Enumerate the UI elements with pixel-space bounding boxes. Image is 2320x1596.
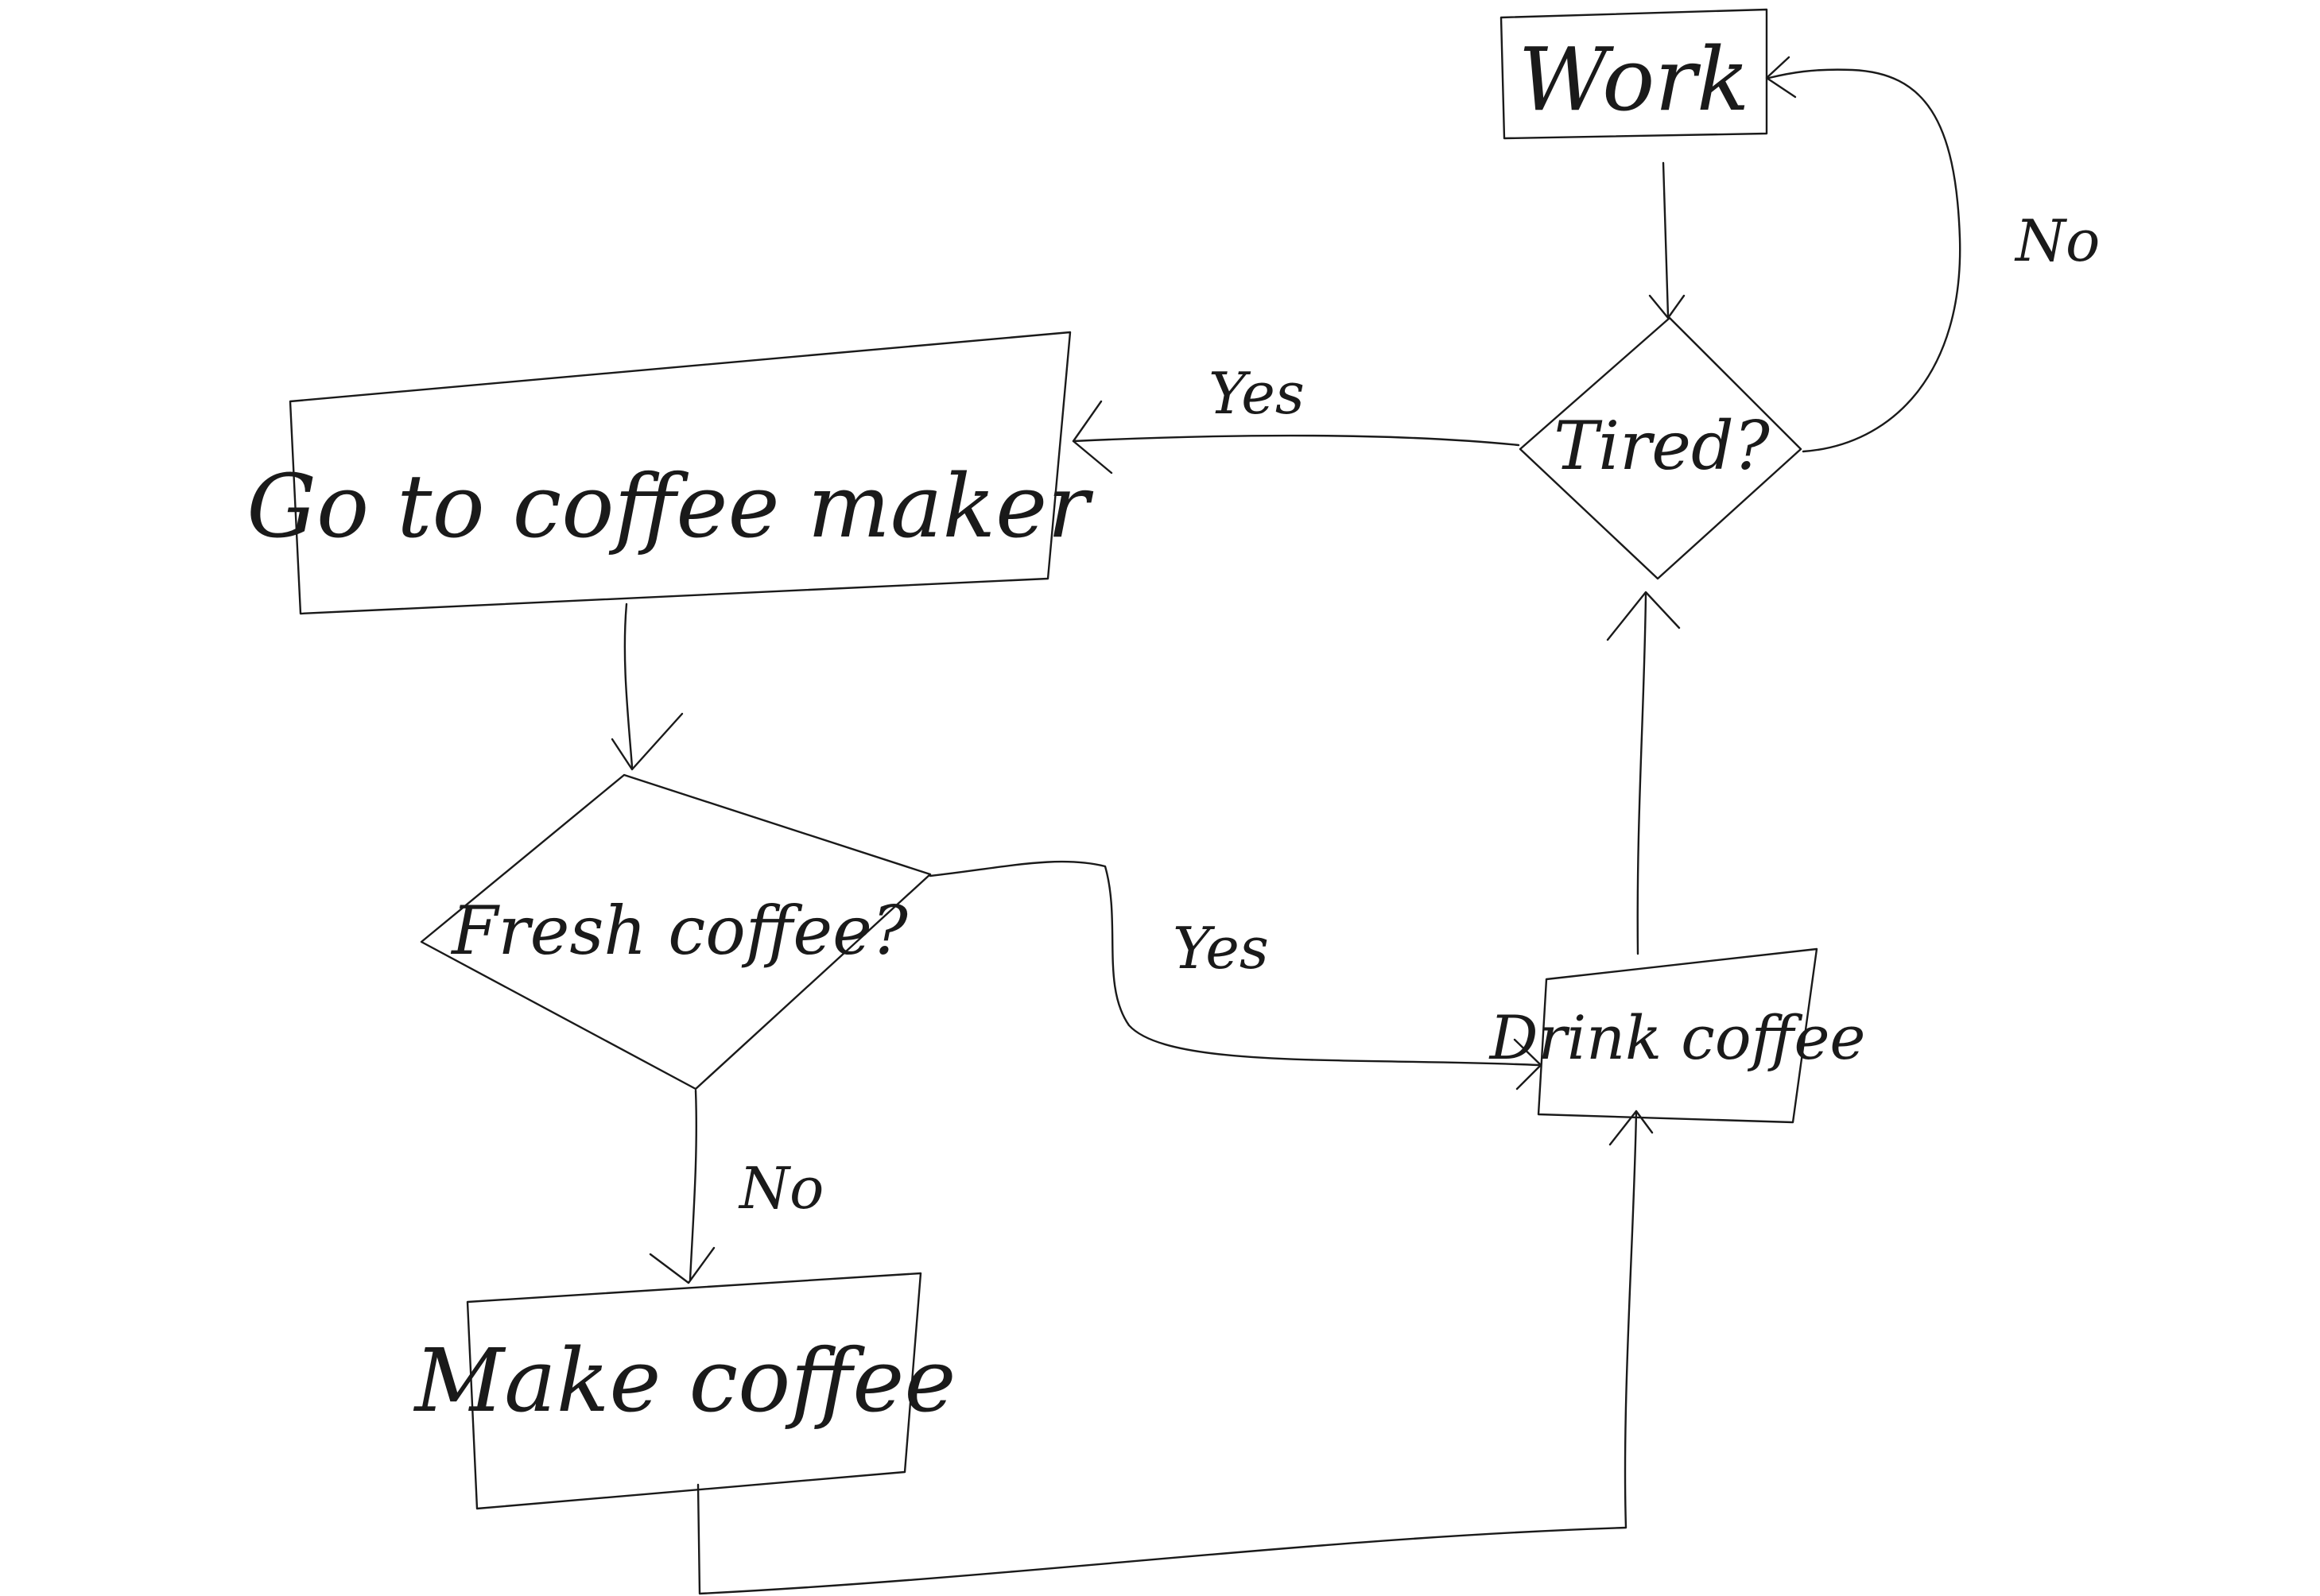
- edge-fresh-no-arrowhead: [649, 1246, 716, 1284]
- node-make-coffee: Make coffee: [413, 1272, 956, 1510]
- node-go-to-coffee-maker: Go to coffee maker: [246, 331, 1094, 615]
- edge-maker-to-fresh-arrowhead: [611, 712, 684, 771]
- edge-drink-to-tired-line: [1636, 593, 1647, 955]
- edge-fresh-yes-arrowhead: [1513, 1038, 1542, 1090]
- node-go-to-coffee-maker-label: Go to coffee maker: [246, 455, 1094, 557]
- node-work: Work: [1499, 8, 1768, 140]
- node-tired-label: Tired?: [1554, 407, 1771, 485]
- node-drink-coffee-box: [1537, 947, 1818, 1124]
- node-fresh-coffee-label: Fresh coffee?: [450, 892, 909, 970]
- node-work-box: [1499, 8, 1768, 140]
- node-drink-coffee-label: Drink coffee: [1488, 1002, 1866, 1073]
- edge-fresh-yes-label: Yes: [1173, 915, 1269, 982]
- edge-work-to-tired-line: [1662, 161, 1670, 318]
- edge-fresh-no: No: [649, 1089, 824, 1284]
- edge-fresh-yes: Yes: [929, 860, 1542, 1090]
- edge-make-to-drink-arrowhead: [1608, 1110, 1654, 1146]
- edge-maker-to-fresh: [611, 602, 684, 771]
- edge-drink-to-tired: [1606, 591, 1681, 955]
- node-go-to-coffee-maker-box: [289, 331, 1072, 615]
- node-drink-coffee: Drink coffee: [1488, 947, 1866, 1124]
- edge-fresh-yes-line: [929, 860, 1540, 1067]
- edge-tired-yes: Yes: [1072, 360, 1520, 475]
- edge-fresh-no-label: No: [738, 1155, 824, 1222]
- node-fresh-coffee-diamond: [420, 773, 932, 1090]
- node-make-coffee-box: [466, 1272, 922, 1510]
- edge-maker-to-fresh-line: [623, 602, 634, 769]
- node-fresh-coffee: Fresh coffee?: [420, 773, 932, 1090]
- edge-tired-yes-line: [1072, 434, 1520, 447]
- edge-tired-no-arrowhead: [1765, 56, 1797, 99]
- edge-drink-to-tired-arrowhead: [1606, 591, 1681, 641]
- edge-make-to-drink-line: [696, 1110, 1638, 1595]
- edge-fresh-no-line: [689, 1089, 698, 1281]
- node-tired: Tired?: [1519, 316, 1802, 580]
- edge-tired-yes-arrowhead: [1072, 400, 1113, 475]
- edge-work-to-tired-arrowhead: [1648, 294, 1686, 320]
- node-tired-diamond: [1519, 316, 1802, 580]
- edge-tired-no-line: [1767, 68, 1961, 453]
- edge-tired-yes-label: Yes: [1208, 360, 1305, 427]
- edge-tired-no-label: No: [2014, 207, 2100, 274]
- node-work-label: Work: [1518, 29, 1749, 130]
- edge-make-to-drink: [696, 1110, 1654, 1595]
- node-make-coffee-label: Make coffee: [413, 1330, 956, 1431]
- edge-work-to-tired: [1648, 161, 1686, 320]
- edge-tired-no: No: [1765, 56, 2100, 453]
